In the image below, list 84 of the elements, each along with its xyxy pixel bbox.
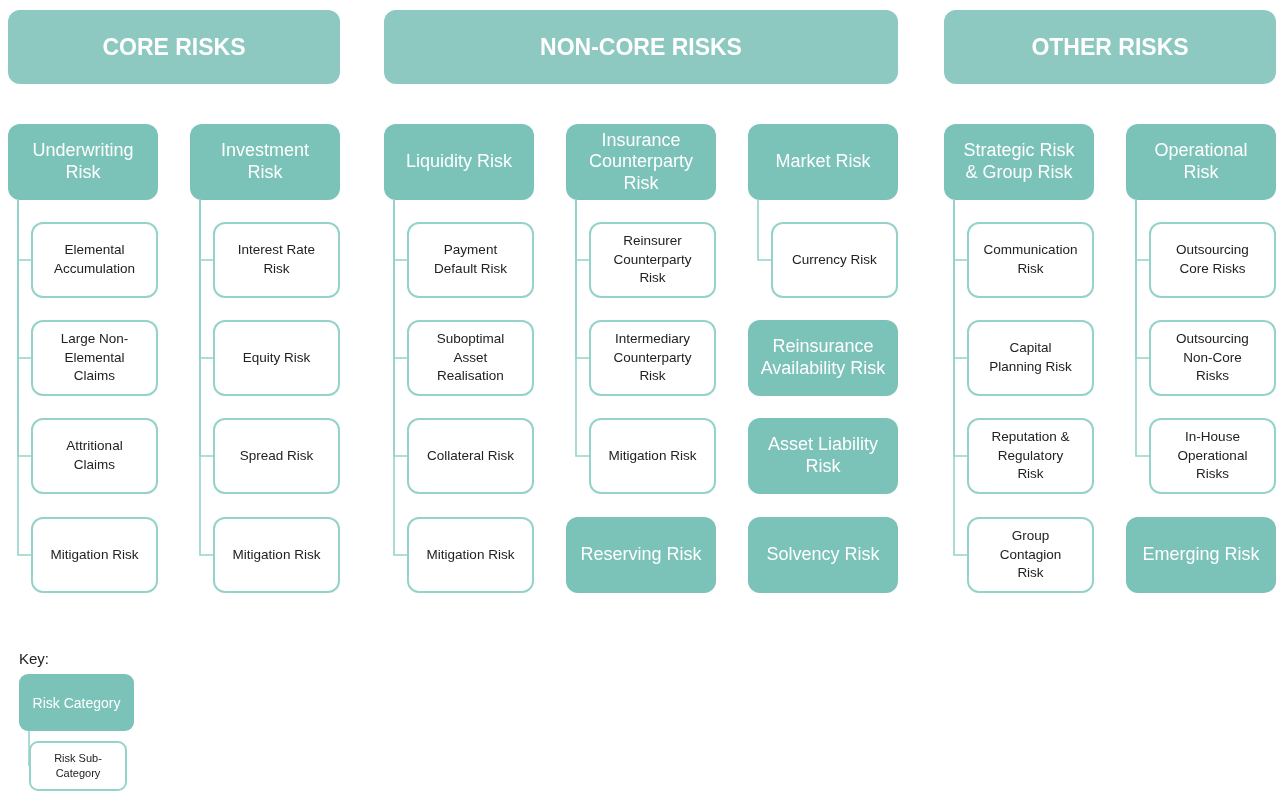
- group-header: NON-CORE RISKS: [540, 33, 742, 61]
- risk-category-box: [944, 124, 1094, 200]
- category-label: Reinsurance Availability Risk: [760, 336, 886, 380]
- subcategory-label: Large Non-Elemental Claims: [59, 329, 130, 386]
- category-label: Asset Liability Risk: [766, 434, 880, 478]
- risk-category-box: [1126, 517, 1276, 593]
- risk-subcategory-box: [213, 517, 340, 593]
- category-label: Insurance Counterparty Risk: [587, 129, 695, 195]
- risk-subcategory-box: [213, 222, 340, 298]
- subcategory-label: Suboptimal Asset Realisation: [435, 329, 506, 386]
- subcategory-label: In-House Operational Risks: [1176, 427, 1249, 484]
- risk-subcategory-box: [967, 222, 1094, 298]
- category-label: Market Risk: [775, 151, 871, 173]
- subcategory-label: Mitigation Risk: [232, 545, 321, 564]
- group-header: OTHER RISKS: [1031, 33, 1189, 61]
- subcategory-label: Equity Risk: [242, 348, 311, 367]
- subcategory-label: Payment Default Risk: [433, 241, 508, 278]
- connector-line: [1135, 199, 1150, 457]
- risk-subcategory-box: [771, 222, 898, 298]
- category-label: Solvency Risk: [766, 544, 880, 566]
- subcategory-label: Intermediary Counterparty Risk: [612, 329, 693, 386]
- category-label: Emerging Risk: [1142, 544, 1260, 566]
- group-header-box: [944, 10, 1276, 84]
- risk-subcategory-box: [31, 320, 158, 396]
- risk-category-box: [8, 124, 158, 200]
- risk-category-box: [748, 320, 898, 396]
- category-label: Reserving Risk: [580, 544, 702, 566]
- subcategory-label: Outsourcing Core Risks: [1175, 241, 1250, 278]
- category-label: Strategic Risk & Group Risk: [962, 140, 1076, 184]
- risk-subcategory-box: [1149, 418, 1276, 494]
- risk-subcategory-box: [967, 418, 1094, 494]
- risk-subcategory-box: [407, 320, 534, 396]
- risk-subcategory-box: [967, 320, 1094, 396]
- risk-category-box: [566, 517, 716, 593]
- risk-subcategory-box: [1149, 222, 1276, 298]
- risk-subcategory-box: [589, 320, 716, 396]
- risk-subcategory-box: [31, 222, 158, 298]
- subcategory-label: Communication Risk: [983, 241, 1078, 278]
- subcategory-label: Elemental Accumulation: [52, 241, 136, 278]
- risk-category-box: [748, 517, 898, 593]
- risk-subcategory-box: [31, 517, 158, 593]
- category-label: Investment Risk: [219, 140, 310, 184]
- risk-category-box: [384, 124, 534, 200]
- category-label: Liquidity Risk: [405, 151, 512, 173]
- subcategory-label: Group Contagion Risk: [998, 526, 1063, 583]
- subcategory-label: Capital Planning Risk: [988, 339, 1073, 376]
- subcategory-label: Outsourcing Non-Core Risks: [1175, 329, 1250, 386]
- subcategory-label: Attritional Claims: [65, 437, 124, 474]
- risk-subcategory-box: [31, 418, 158, 494]
- group-header-box: [8, 10, 340, 84]
- risk-subcategory-box: [407, 222, 534, 298]
- category-label: Underwriting Risk: [31, 140, 135, 184]
- subcategory-label: Reputation & Regulatory Risk: [990, 427, 1071, 484]
- subcategory-label: Collateral Risk: [427, 446, 514, 465]
- subcategory-label: Mitigation Risk: [608, 446, 697, 465]
- key-subcategory-label: Risk Sub-Category: [53, 751, 103, 781]
- risk-category-box: [748, 418, 898, 494]
- key-category-box: [19, 674, 134, 731]
- risk-category-box: [566, 124, 716, 200]
- subcategory-label: Mitigation Risk: [50, 545, 139, 564]
- subcategory-label: Interest Rate Risk: [236, 241, 317, 278]
- risk-subcategory-box: [589, 222, 716, 298]
- risk-category-box: [1126, 124, 1276, 200]
- connector-line: [757, 199, 772, 261]
- risk-subcategory-box: [407, 517, 534, 593]
- risk-category-box: [190, 124, 340, 200]
- subcategory-label: Mitigation Risk: [426, 545, 515, 564]
- group-header-box: [384, 10, 898, 84]
- risk-subcategory-box: [407, 418, 534, 494]
- group-header: CORE RISKS: [102, 33, 246, 61]
- key-subcategory-box: [29, 741, 127, 791]
- subcategory-label: Spread Risk: [239, 446, 314, 465]
- subcategory-label: Currency Risk: [792, 250, 877, 269]
- key-category-label: Risk Category: [32, 694, 121, 711]
- subcategory-label: Reinsurer Counterparty Risk: [612, 231, 693, 288]
- category-label: Operational Risk: [1153, 140, 1249, 184]
- key-heading: Key:: [19, 650, 49, 667]
- risk-subcategory-box: [213, 418, 340, 494]
- risk-subcategory-box: [589, 418, 716, 494]
- risk-subcategory-box: [1149, 320, 1276, 396]
- connector-line: [575, 199, 590, 457]
- risk-subcategory-box: [967, 517, 1094, 593]
- risk-subcategory-box: [213, 320, 340, 396]
- risk-category-box: [748, 124, 898, 200]
